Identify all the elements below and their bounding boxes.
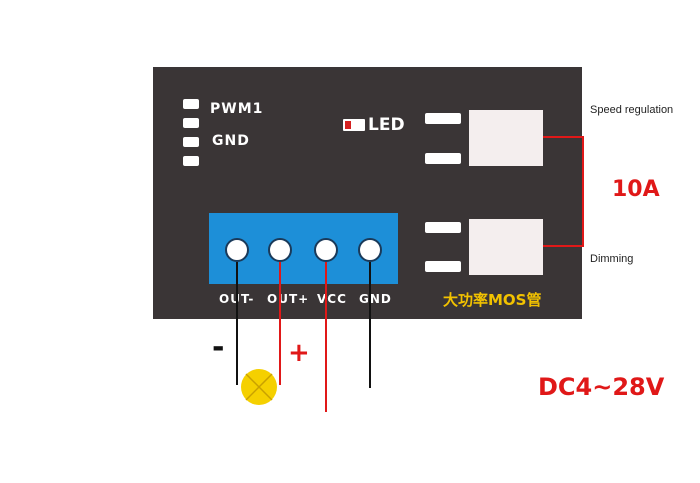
header-pin-2 bbox=[183, 118, 199, 128]
plus-sign: + bbox=[288, 338, 310, 368]
dimming-label: Dimming bbox=[590, 253, 634, 265]
mosfet-1-body bbox=[469, 110, 543, 166]
mos-label: 大功率MOS管 bbox=[443, 291, 542, 309]
mosfet-2-pad-top bbox=[425, 222, 461, 233]
lamp-icon bbox=[241, 369, 277, 405]
terminal-label-vcc: VCC bbox=[317, 292, 347, 306]
pin-label-gnd: GND bbox=[212, 133, 250, 149]
terminal-label-out-plus: OUT+ bbox=[267, 292, 310, 306]
mosfet-parallel-bracket bbox=[543, 136, 584, 247]
header-pin-3 bbox=[183, 137, 199, 147]
terminal-label-gnd: GND bbox=[359, 292, 392, 306]
mosfet-2-pad-bottom bbox=[425, 261, 461, 272]
pin-label-pwm1: PWM1 bbox=[210, 101, 264, 117]
current-rating: 10A bbox=[612, 177, 660, 202]
header-pin-4 bbox=[183, 156, 199, 166]
voltage-rating: DC4~28V bbox=[538, 373, 665, 401]
mosfet-1-pad-bottom bbox=[425, 153, 461, 164]
header-pin-1 bbox=[183, 99, 199, 109]
led-indicator-icon bbox=[343, 119, 365, 131]
led-label: LED bbox=[368, 115, 405, 135]
screw-terminal-out-plus bbox=[268, 238, 292, 262]
mosfet-2-body bbox=[469, 219, 543, 275]
screw-terminal-out-minus bbox=[225, 238, 249, 262]
mosfet-1-pad-top bbox=[425, 113, 461, 124]
minus-sign: - bbox=[212, 330, 225, 365]
speed-regulation-label: Speed regulation bbox=[590, 104, 674, 116]
screw-terminal-vcc bbox=[314, 238, 338, 262]
screw-terminal-gnd bbox=[358, 238, 382, 262]
